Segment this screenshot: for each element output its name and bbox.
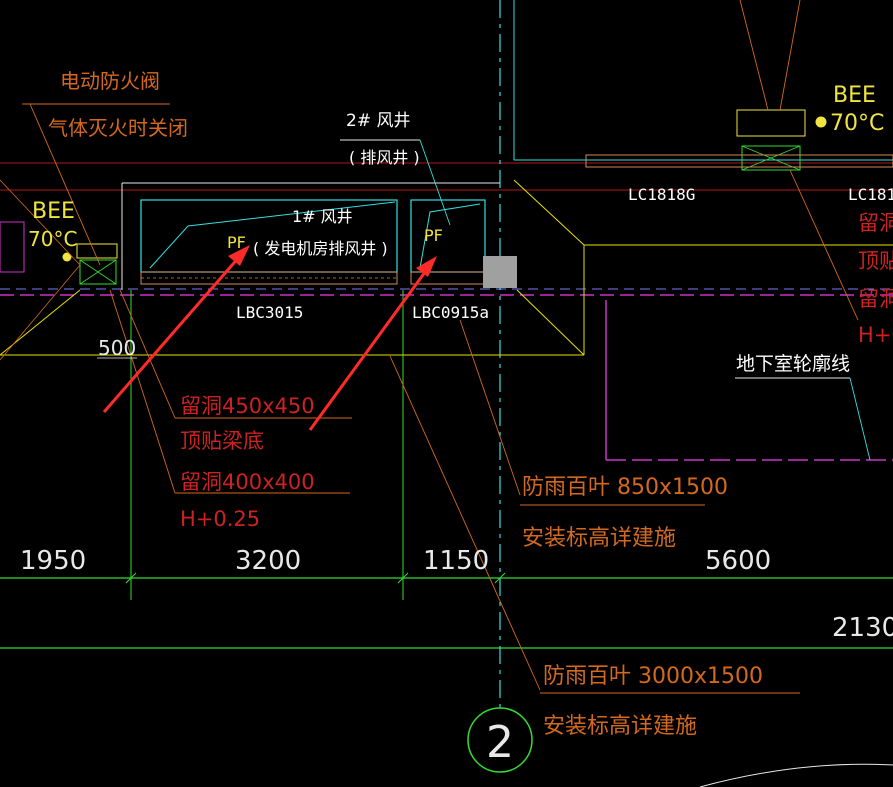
dim-3200-label: 3200 [235,546,301,576]
basement-outline-label: 地下室轮廓线 [736,353,850,375]
fire-damper-label: 电动防火阀 [60,69,160,93]
sensor-dot-left [62,252,72,262]
dim-1150-label: 1150 [423,546,489,576]
pf-label-2: PF [424,226,443,245]
lc1818-label: LC1818 [848,185,893,204]
beam-top-label: 顶贴梁底 [180,429,264,453]
text-layer: 电动防火阀 气体灭火时关闭 BEE 70°C BEE 70°C 2# 风井 ( … [20,69,893,768]
shaft1-title: 1# 风井 [292,207,353,226]
hole-450-label: 留洞450x450 [180,394,315,418]
install-label-1: 安装标高详建施 [522,526,676,551]
sensor-dot-right [815,116,827,128]
leader-lines [0,0,871,694]
right-fan-unit [585,109,893,171]
louver-850-label: 防雨百叶 850x1500 [522,475,728,500]
red-arrows [102,245,437,431]
bee-left-label: BEE [32,199,75,224]
axis-bubble [467,707,533,773]
gas-extinguish-label: 气体灭火时关闭 [48,116,188,140]
dimension-ticks [125,572,506,584]
column-block [483,256,517,288]
dim-5600-label: 5600 [705,546,771,576]
dim-1950-label: 1950 [20,546,86,576]
lc1818g-label: LC1818G [628,185,695,204]
right-h-label: H+0 [858,323,893,347]
right-top-label: 顶贴 [858,249,893,273]
lbc0915a-label: LBC0915a [412,303,489,322]
pf-label-1: PF [227,233,246,252]
arrow-head-2 [416,256,437,277]
shaft-1-box [140,199,398,285]
axis-number: 2 [486,717,514,768]
right-hole-label-1: 留洞 [858,211,893,235]
right-hole-label-2: 留洞 [858,287,893,311]
shaft2-subtitle: ( 排风井 ) [349,148,420,167]
shaft1-subtitle: ( 发电机房排风井 ) [253,239,388,258]
dim-21300-label: 21300 [832,613,893,643]
install-label-2: 安装标高详建施 [543,714,697,739]
bee-right-label: BEE [833,83,876,108]
lbc3015-label: LBC3015 [236,303,303,322]
louver-3000-label: 防雨百叶 3000x1500 [543,664,763,689]
h-025-label: H+0.25 [180,507,260,531]
dim-500-label: 500 [98,336,136,360]
shaft2-title: 2# 风井 [346,111,410,131]
temp-left-label: 70°C [28,227,77,251]
arrow-head-1 [228,245,250,266]
hole-400-label: 留洞400x400 [180,470,315,494]
temp-right-label: 70°C [830,111,884,136]
